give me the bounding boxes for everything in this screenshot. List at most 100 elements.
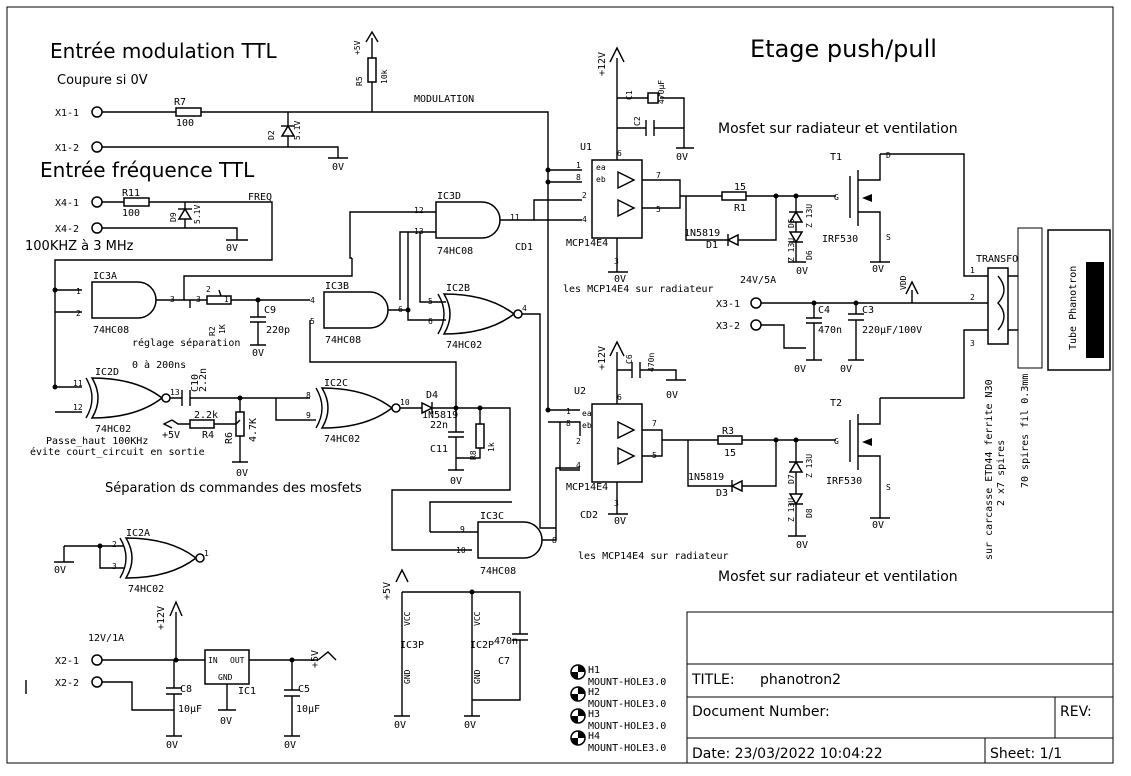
c4-label: C4: [818, 305, 830, 316]
connector-x2-1[interactable]: [91, 654, 103, 666]
c7-value: 470n: [494, 636, 518, 647]
ic3c-type: 74HC08: [480, 566, 516, 577]
h3-label: H3: [588, 709, 600, 720]
p5v-label-ic3p: +5V: [382, 582, 393, 600]
ic2p-gnd: GND: [473, 669, 482, 684]
ic2c-label: IC2C: [324, 378, 348, 389]
gnd-label-c1: 0V: [676, 152, 688, 163]
ic2b-type: 74HC02: [446, 340, 482, 351]
r1-label: R1: [734, 203, 746, 214]
ic2c-type: 74HC02: [324, 434, 360, 445]
d8-value: Z 13U: [787, 498, 796, 522]
ic2d-label: IC2D: [95, 367, 119, 378]
net-vdd: VDD: [899, 275, 908, 290]
tube-label: Tube Phanotron: [1068, 266, 1079, 350]
sep-adjust-note: réglage séparation: [132, 337, 240, 349]
p12v-label-2: +12V: [597, 346, 608, 370]
t2-type: IRF530: [826, 476, 862, 487]
gnd-label-c6: 0V: [666, 390, 678, 401]
c6-label: C6: [625, 354, 634, 364]
net-freq: FREQ: [248, 192, 272, 203]
d1-label: D1: [706, 240, 718, 251]
svg-text:6: 6: [617, 393, 622, 402]
d2-value: 5.1V: [293, 121, 302, 140]
resistor-r11: [123, 197, 150, 207]
ic3p-gnd: GND: [403, 669, 412, 684]
highpass-note: Passe_haut 100KHz: [46, 436, 148, 447]
svg-text:eb: eb: [596, 175, 606, 184]
net-modulation: MODULATION: [414, 94, 474, 105]
svg-text:1: 1: [204, 549, 209, 558]
gnd-label-2: 0V: [226, 243, 238, 254]
connector-x2-2[interactable]: [91, 676, 103, 688]
title-block: TITLE: phanotron2 Document Number: REV: …: [686, 611, 1114, 764]
mosfet-note-top: Mosfet sur radiateur et ventilation: [718, 121, 958, 137]
c11-label: C11: [430, 444, 448, 455]
d7-value: Z 13U: [805, 454, 814, 478]
mcp-note-top: les MCP14E4 sur radiateur: [563, 284, 714, 295]
net-cd2: CD2: [580, 510, 598, 521]
svg-text:3: 3: [112, 562, 117, 571]
svg-text:1: 1: [970, 266, 975, 275]
svg-text:3: 3: [970, 339, 975, 348]
t1-label: T1: [830, 152, 842, 163]
connector-x3-2[interactable]: [750, 319, 762, 331]
ic1-gnd-pin: GND: [218, 673, 233, 682]
connector-x4-1[interactable]: [91, 196, 103, 208]
svg-text:eb: eb: [582, 421, 592, 430]
main-title: Etage push/pull: [750, 35, 937, 63]
transfo-secondary-note: 70 spires fil 0.3mm: [1020, 374, 1031, 488]
c1-value: 470µF: [657, 80, 666, 104]
r8-label: R8: [469, 450, 478, 460]
svg-text:13: 13: [170, 388, 180, 397]
c3-label: C3: [862, 305, 874, 316]
svg-text:4: 4: [582, 215, 587, 224]
d3-label: D3: [716, 488, 728, 499]
c9-value: 220p: [266, 325, 290, 336]
c8-value: 10µF: [178, 704, 202, 715]
mcp-note-bottom: les MCP14E4 sur radiateur: [578, 551, 729, 562]
connector-x1-2[interactable]: [91, 141, 103, 153]
svg-text:5: 5: [656, 205, 661, 214]
svg-text:S: S: [886, 233, 891, 242]
r7-label: R7: [174, 97, 186, 108]
h4-type: MOUNT-HOLE3.0: [588, 743, 666, 754]
svg-text:7: 7: [652, 419, 657, 428]
u2-type: MCP14E4: [566, 482, 608, 493]
connector-x3-1[interactable]: [750, 297, 762, 309]
title-label: TITLE:: [691, 672, 735, 688]
svg-text:ea: ea: [596, 163, 606, 172]
connector-x4-1-label: X4-1: [55, 198, 79, 209]
ic2a-type: 74HC02: [128, 584, 164, 595]
modulation-input-title: Entrée modulation TTL: [50, 39, 278, 63]
connector-x4-2[interactable]: [91, 222, 103, 234]
svg-text:2: 2: [576, 437, 581, 446]
svg-text:6: 6: [617, 149, 622, 158]
svg-text:8: 8: [576, 173, 581, 182]
separation-note: Séparation ds commandes des mosfets: [105, 481, 362, 496]
r11-value: 100: [122, 208, 140, 219]
ic1-out-pin: OUT: [230, 656, 245, 665]
zener-d2: [280, 124, 296, 137]
gnd-label-3: 0V: [252, 348, 264, 359]
svg-text:12: 12: [414, 206, 424, 215]
connector-x1-1[interactable]: [91, 106, 103, 118]
h1-label: H1: [588, 665, 600, 676]
r6-value: 4.7K: [248, 418, 259, 442]
u2-label: U2: [574, 386, 586, 397]
svg-text:2: 2: [970, 293, 975, 302]
mosfet-t2: T2 IRF530 G S 0V: [826, 398, 891, 531]
h3-type: MOUNT-HOLE3.0: [588, 721, 666, 732]
gnd-label-ic3p: 0V: [394, 720, 406, 731]
short-circuit-note: évite court_circuit en sortie: [30, 446, 205, 458]
gnd-label-c5: 0V: [284, 740, 296, 751]
r8-value: 1k: [487, 442, 496, 452]
connector-x3-2-label: X3-2: [716, 321, 740, 332]
freq-range: 100KHZ à 3 MHz: [25, 239, 134, 254]
regulator-ic1: IN OUT GND IC1: [204, 649, 256, 697]
gnd-label-u2: 0V: [614, 516, 626, 527]
d8-label: D8: [805, 508, 814, 518]
r4-value: 2.2k: [194, 410, 218, 421]
